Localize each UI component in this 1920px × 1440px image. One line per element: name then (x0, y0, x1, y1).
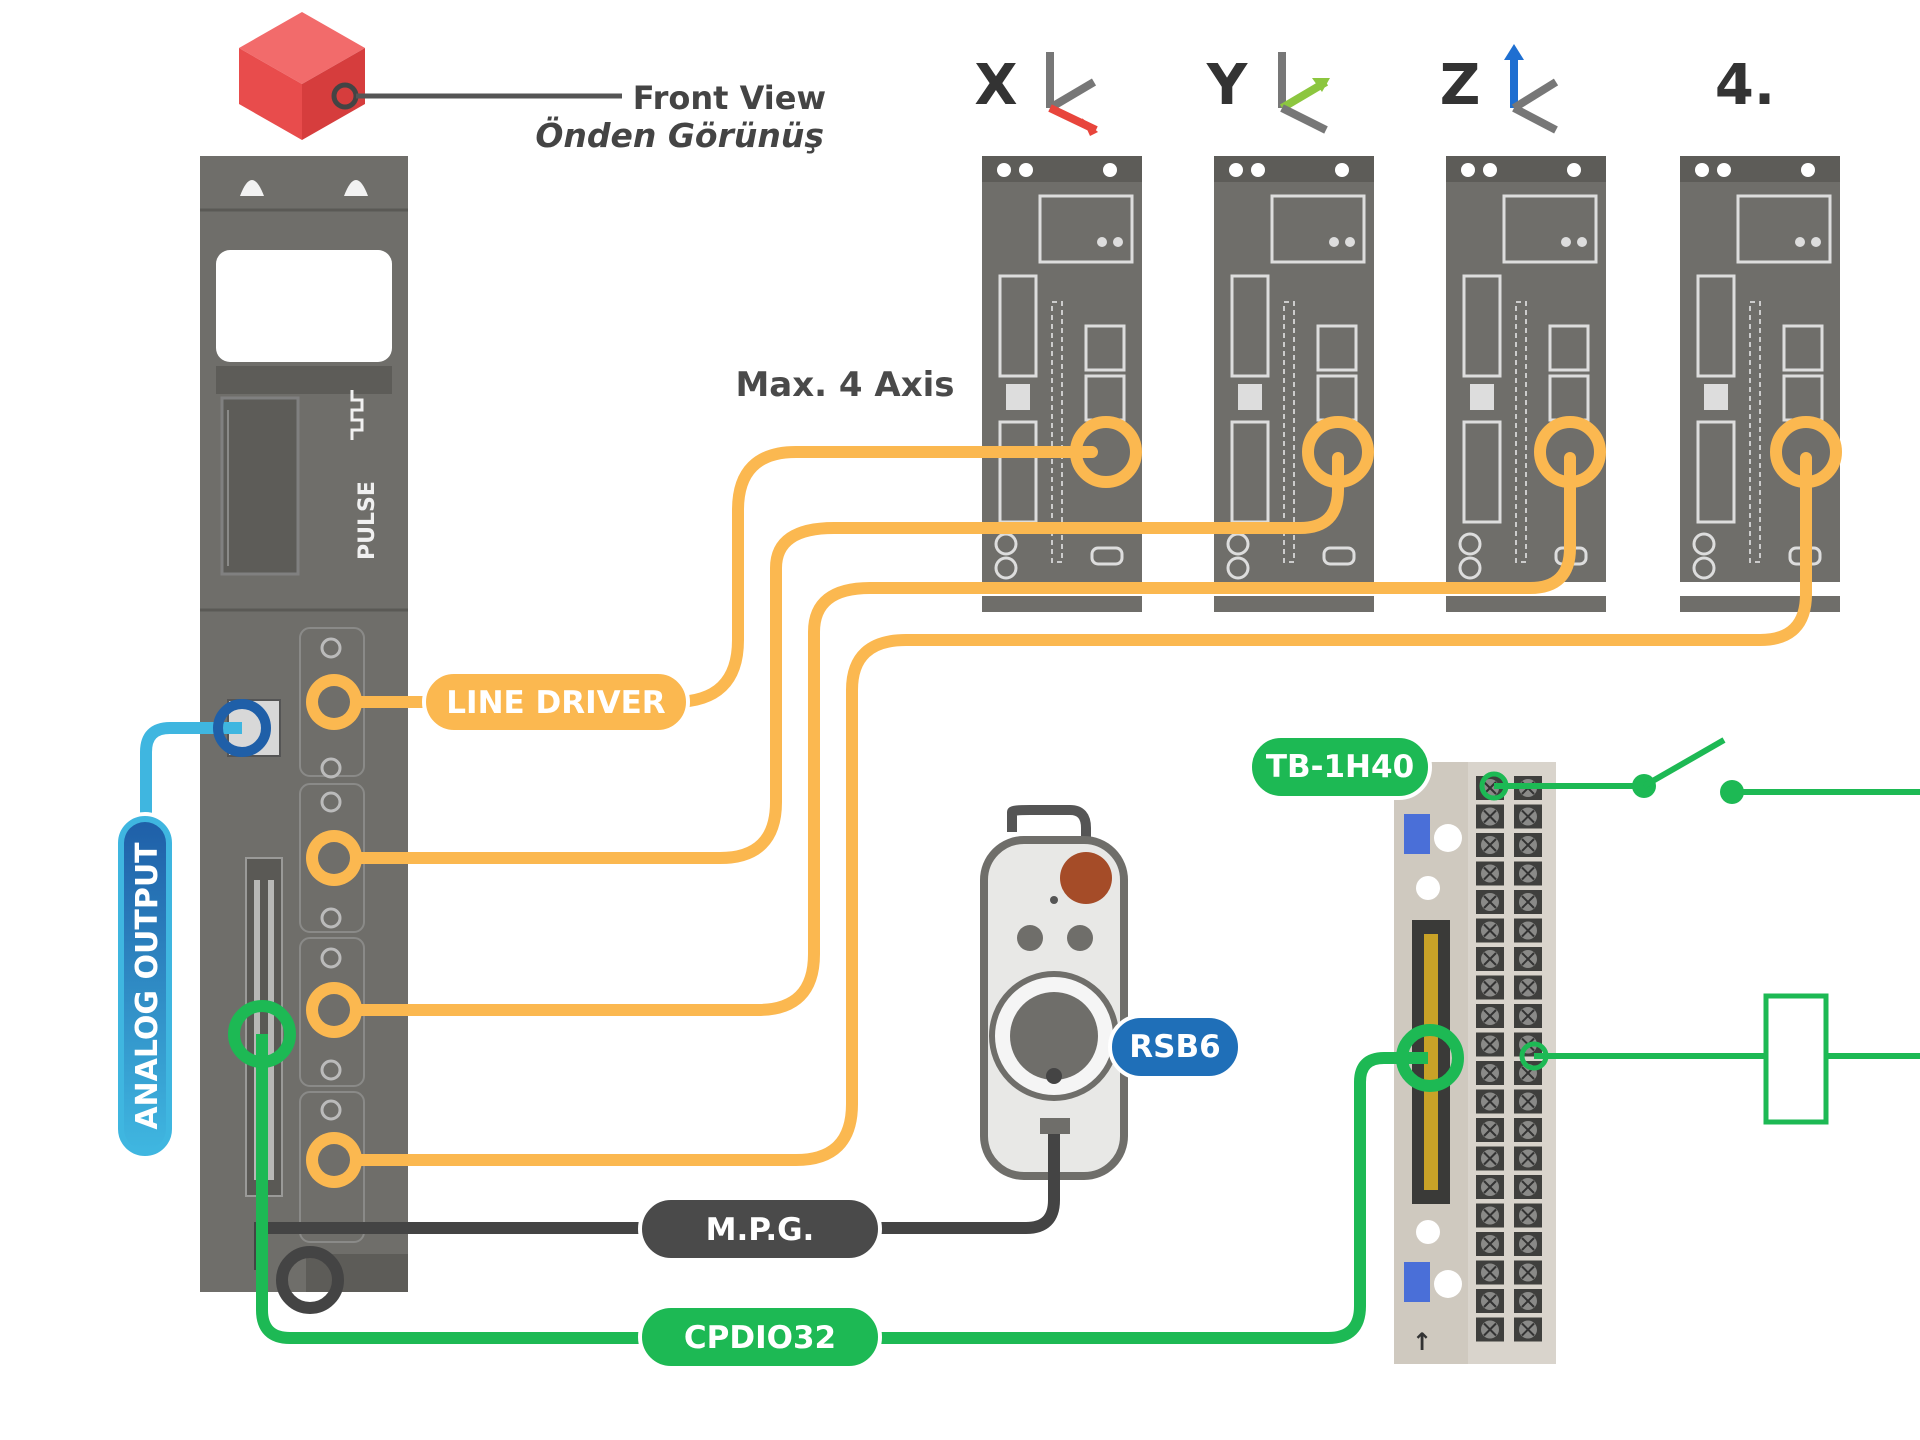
axis-z-icon (1504, 44, 1559, 134)
line-driver-cable-4 (328, 452, 1812, 1166)
analog-output-label: ANALOG OUTPUT (130, 842, 165, 1130)
terminal-screw (1476, 1118, 1504, 1142)
terminal-screw (1476, 1175, 1504, 1199)
terminal-screw (1514, 1004, 1542, 1028)
mpg-tag: M.P.G. (638, 1196, 882, 1262)
terminal-screw (1514, 833, 1542, 857)
axis-z-label: Z (1440, 53, 1481, 118)
terminal-screw (1514, 918, 1542, 943)
axis-headers: X Y Z 4. (974, 44, 1775, 136)
terminal-screw (1514, 1203, 1542, 1228)
line-driver-label: LINE DRIVER (446, 685, 666, 721)
servo-drive-4 (1680, 156, 1840, 612)
axis-y-label: Y (1206, 53, 1249, 118)
terminal-screw (1514, 1175, 1542, 1199)
mpg-handwheel (980, 805, 1128, 1180)
terminal-screw (1476, 833, 1504, 857)
front-view-tr-label: Önden Görünüş (535, 115, 824, 155)
terminal-screw (1514, 861, 1542, 886)
terminal-screw (1514, 804, 1542, 829)
tb1h40-label: TB-1H40 (1266, 749, 1414, 785)
terminal-screw (1514, 1317, 1542, 1342)
terminal-screw (1476, 1146, 1504, 1171)
terminal-screw (1514, 1118, 1542, 1142)
terminal-screw (1476, 1203, 1504, 1228)
servo-drive-y (1214, 156, 1374, 612)
rsb6-label: RSB6 (1129, 1029, 1220, 1065)
tb1h40-tag: TB-1H40 (1248, 734, 1432, 800)
switch-circuit (1479, 737, 1920, 804)
max-axis-label: Max. 4 Axis (735, 365, 954, 405)
mpg-port (276, 1246, 344, 1314)
servo-drive-x (982, 156, 1142, 612)
line-driver-cable-y (328, 452, 1344, 864)
rsb6-tag: RSB6 (1108, 1014, 1242, 1080)
terminal-screw (1514, 1089, 1542, 1114)
terminal-screw (1476, 918, 1504, 943)
line-driver-cable-x (328, 446, 1098, 708)
pulse-controller: PULSE (200, 156, 408, 1292)
cpdio32-link: CPDIO32 (228, 1000, 1464, 1370)
line-driver-cable-z (328, 452, 1576, 1016)
terminal-screw (1514, 1146, 1542, 1171)
terminal-screw (1476, 1089, 1504, 1114)
svg-text:↑: ↑ (1412, 1328, 1432, 1356)
terminal-screw (1476, 947, 1504, 971)
terminal-screw (1514, 947, 1542, 971)
terminal-screw (1476, 1032, 1504, 1057)
axis-4-label: 4. (1715, 53, 1775, 118)
terminal-screw (1514, 1289, 1542, 1313)
front-view-label: Front View (633, 79, 826, 117)
terminal-screw (1476, 1260, 1504, 1285)
axis-x-icon (1046, 52, 1098, 136)
terminal-screw (1476, 890, 1504, 914)
mpg-cable (254, 1134, 1060, 1270)
drive-ports (1070, 416, 1842, 488)
terminal-screw (1476, 975, 1504, 1000)
terminal-screw (1514, 1232, 1542, 1256)
terminal-screw (1514, 975, 1542, 1000)
terminal-screw (1514, 1260, 1542, 1285)
terminal-screw (1476, 1004, 1504, 1028)
servo-drive-z (1446, 156, 1606, 612)
terminal-screw (1476, 1232, 1504, 1256)
axis-x-label: X (974, 53, 1017, 118)
terminal-screw (1514, 890, 1542, 914)
front-view-cube-icon (239, 12, 365, 140)
terminal-screw (1476, 804, 1504, 829)
line-driver-cables (328, 446, 1812, 1166)
terminal-screw (1476, 1289, 1504, 1313)
cpdio32-label: CPDIO32 (684, 1320, 836, 1356)
brand-label: PULSE (355, 481, 380, 560)
terminal-screw (1476, 1061, 1504, 1085)
mpg-label: M.P.G. (706, 1212, 815, 1248)
line-driver-tag: LINE DRIVER (422, 670, 690, 734)
terminal-screw (1476, 1317, 1504, 1342)
pulse-logo: PULSE (350, 390, 380, 560)
analog-output-link: ANALOG OUTPUT (114, 699, 271, 1160)
servo-drives (982, 156, 1840, 612)
coil-circuit (1519, 993, 1920, 1125)
line-driver-ports (306, 674, 362, 1188)
axis-y-icon (1278, 52, 1330, 134)
terminal-screw (1476, 861, 1504, 886)
